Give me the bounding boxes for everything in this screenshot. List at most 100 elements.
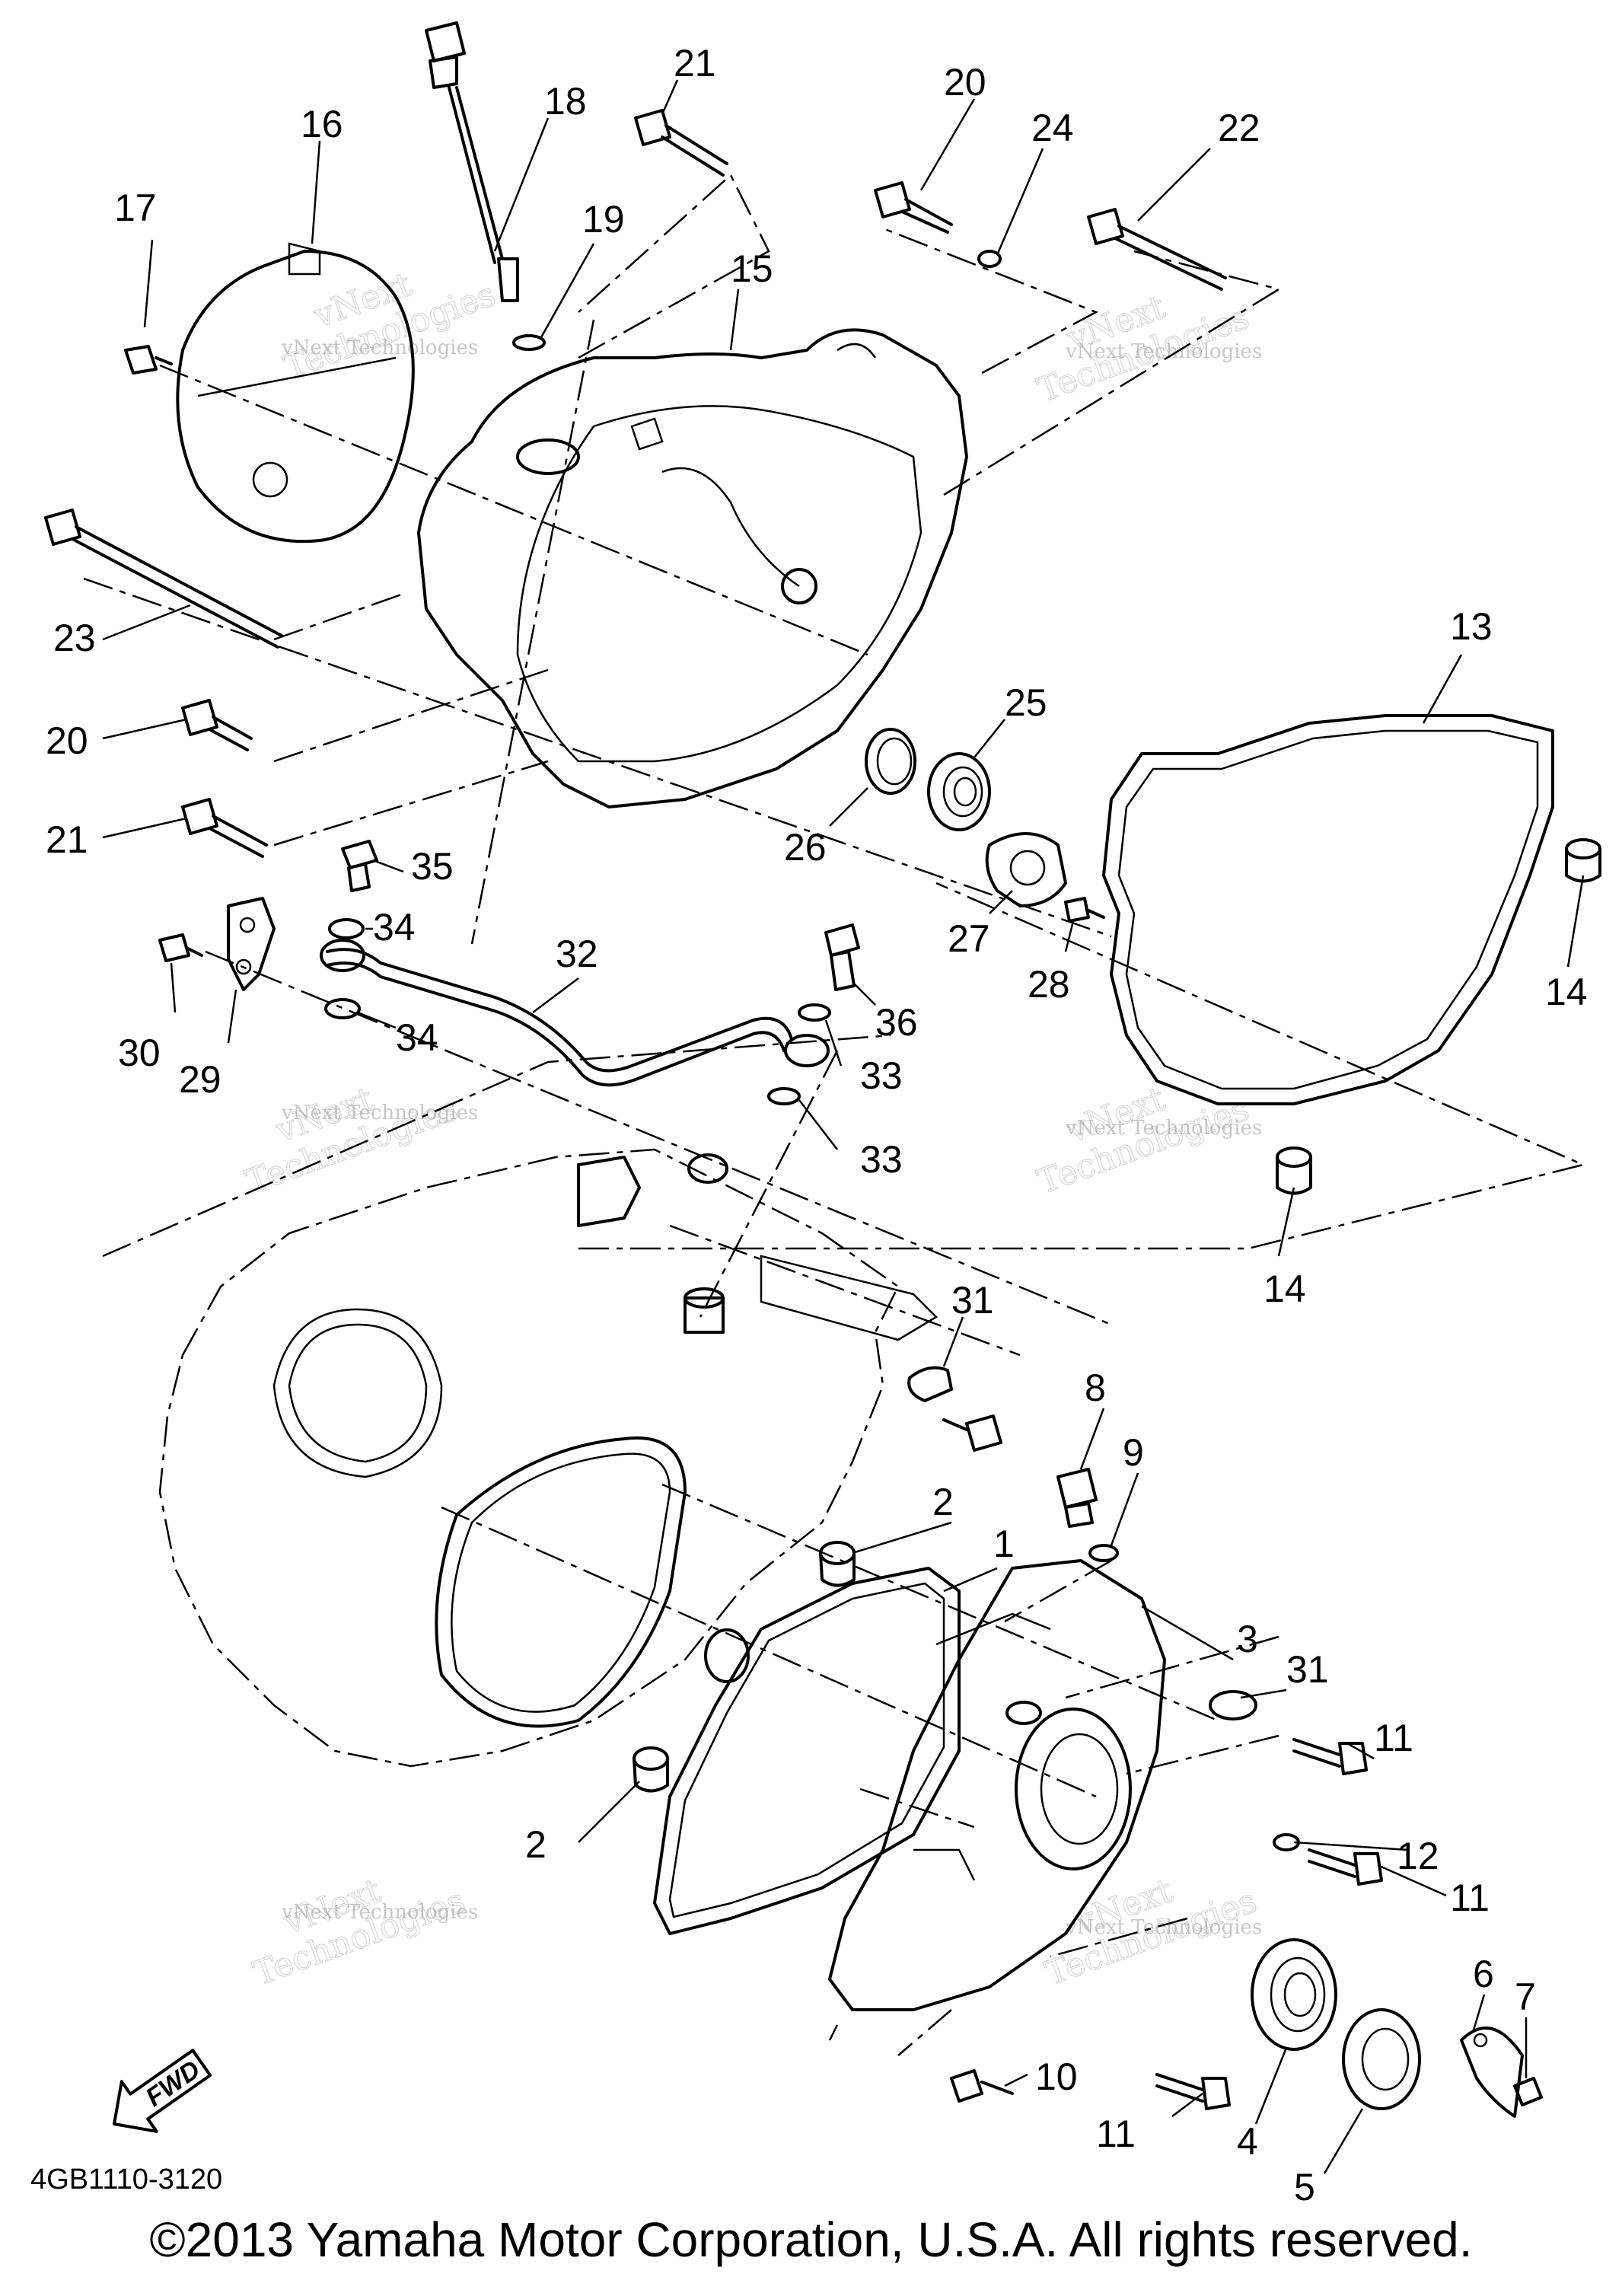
callout-11-top: 11 <box>1374 1717 1413 1759</box>
callout-17: 17 <box>114 187 157 229</box>
watermark-text: vNext Technologies <box>1065 1117 1262 1140</box>
o-ring-19 <box>512 334 546 351</box>
copyright-notice: ©2013 Yamaha Motor Corporation, U.S.A. A… <box>149 2212 1473 2267</box>
callout-9: 9 <box>1123 1431 1144 1474</box>
dowel-2-top <box>819 1541 856 1587</box>
bolt-21-top <box>634 109 728 177</box>
gasket-1 <box>653 1567 961 1935</box>
callout-11-bottom: 11 <box>1096 2113 1136 2155</box>
callout-1: 1 <box>993 1523 1015 1565</box>
bolt-22 <box>1087 208 1227 291</box>
bolt-17 <box>124 345 173 375</box>
callout-21-top: 21 <box>674 42 716 85</box>
bolt-21-left <box>181 798 268 858</box>
callout-4: 4 <box>1237 2120 1258 2163</box>
fwd-arrow-icon: FWD <box>113 2049 212 2133</box>
crankcase-cover-15 <box>417 328 968 808</box>
callout-22: 22 <box>1218 107 1260 149</box>
o-ring-9 <box>1088 1544 1119 1562</box>
callout-20-left: 20 <box>46 719 88 762</box>
callout-12: 12 <box>1397 1835 1439 1877</box>
callout-33-bottom: 33 <box>860 1138 903 1181</box>
callout-18: 18 <box>544 80 587 123</box>
callout-14-right: 14 <box>1545 971 1588 1013</box>
bolt-35 <box>341 840 378 892</box>
watermark: vNext Technologies <box>241 1079 463 1202</box>
callout-31-top: 31 <box>951 1279 994 1322</box>
diagram-code: 4GB1110-3120 <box>30 2164 222 2196</box>
crankcase-cover-3 <box>828 1559 1166 2011</box>
bolt-10 <box>950 2069 1014 2103</box>
callout-35: 35 <box>411 845 454 888</box>
clip-31-right <box>1209 1690 1257 1720</box>
washer-33-top <box>798 1003 831 1022</box>
callout-33-top: 33 <box>860 1054 903 1097</box>
callout-labels: 16 17 18 19 21 20 24 22 15 23 20 21 13 2… <box>46 42 1588 2208</box>
callout-31-right: 31 <box>1286 1648 1329 1691</box>
callout-19: 19 <box>582 198 625 241</box>
bearing-25 <box>927 752 991 831</box>
watermark: vNext Technologies <box>1032 287 1254 410</box>
retainer-6 <box>1460 2027 1524 2118</box>
plate-27 <box>985 832 1067 907</box>
callout-26: 26 <box>784 826 827 869</box>
gasket-13 <box>1102 714 1554 1105</box>
callout-23: 23 <box>53 617 96 659</box>
dowel-2-bottom <box>633 1746 669 1793</box>
bolt-11-b <box>1308 1848 1383 1886</box>
clip-31-top <box>907 1366 1002 1452</box>
dipstick-18 <box>425 21 519 302</box>
callout-16: 16 <box>301 103 343 145</box>
watermark-group: vNext Technologies vNext Technologies vN… <box>241 264 1262 1994</box>
washer-24 <box>977 250 1002 268</box>
watermark-text: vNext Technologies <box>1065 1916 1262 1939</box>
callout-2-top: 2 <box>932 1481 954 1523</box>
cover-plate-16 <box>176 242 415 544</box>
dowel-14-top <box>1565 838 1601 883</box>
washer-34-bottom <box>324 998 361 1019</box>
bolt-20-left <box>181 699 253 751</box>
watermark: vNext Technologies <box>279 264 501 387</box>
washer-33-bottom <box>767 1087 801 1105</box>
callout-5: 5 <box>1294 2166 1315 2208</box>
callout-30: 30 <box>118 1032 161 1074</box>
callout-34-top: 34 <box>373 906 416 949</box>
callout-10: 10 <box>1035 2055 1078 2098</box>
watermark-text: vNext Technologies <box>281 1102 478 1124</box>
callout-8: 8 <box>1085 1366 1106 1409</box>
callout-7: 7 <box>1515 1976 1536 2018</box>
bracket-29 <box>227 897 276 991</box>
bolt-30 <box>158 933 203 962</box>
crankcase <box>158 1148 938 1768</box>
dowel-14-bottom <box>1276 1146 1312 1195</box>
callout-34-bottom: 34 <box>396 1016 438 1059</box>
callout-11-mid: 11 <box>1450 1877 1490 1919</box>
watermark-text: vNext Technologies <box>281 336 478 359</box>
bolt-36 <box>824 923 860 991</box>
plug-8 <box>1056 1468 1098 1528</box>
callout-36: 36 <box>875 1001 918 1044</box>
callout-27: 27 <box>948 917 990 960</box>
screw-7 <box>1513 2077 1543 2106</box>
bolt-20-top <box>874 181 953 234</box>
callout-28: 28 <box>1028 963 1070 1006</box>
callout-3: 3 <box>1237 1618 1258 1660</box>
washer-34-top <box>328 918 365 939</box>
screw-28 <box>1064 897 1105 923</box>
callout-2-bottom: 2 <box>525 1823 547 1866</box>
watermark-text: vNext Technologies <box>1065 340 1262 363</box>
callout-32: 32 <box>556 933 598 975</box>
callout-24: 24 <box>1031 107 1074 149</box>
callout-14-bottom: 14 <box>1264 1268 1306 1310</box>
bolt-23 <box>44 509 283 649</box>
callout-20-top: 20 <box>944 61 986 104</box>
seal-5 <box>1342 2008 1421 2110</box>
callout-6: 6 <box>1473 1953 1494 1995</box>
callout-29: 29 <box>179 1058 221 1101</box>
bolt-11-c <box>1155 2073 1231 2110</box>
callout-13: 13 <box>1450 605 1493 648</box>
callout-15: 15 <box>731 247 773 290</box>
callout-21-left: 21 <box>46 818 88 861</box>
oil-pipe-32 <box>320 939 830 1087</box>
